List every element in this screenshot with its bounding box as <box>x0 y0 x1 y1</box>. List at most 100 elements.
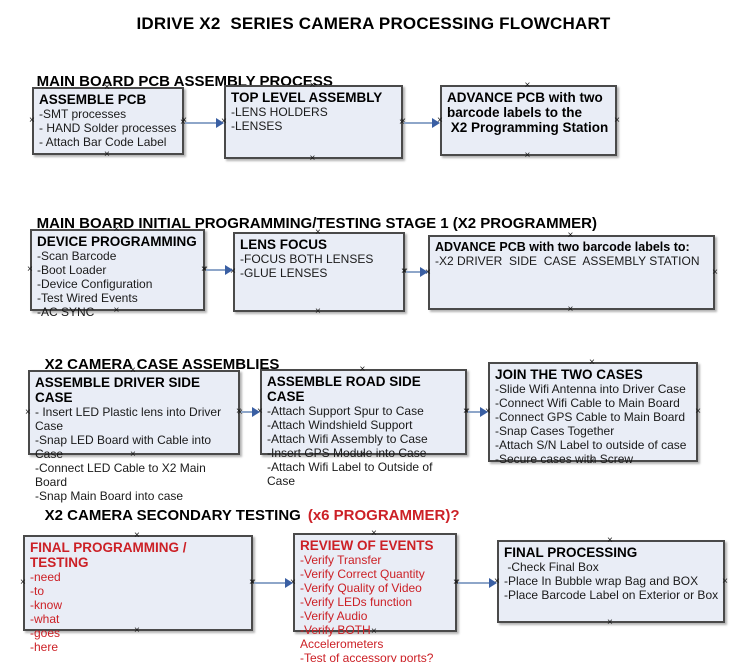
box-item: -Scan Barcode <box>37 249 117 264</box>
arrow-head-icon <box>225 265 233 275</box>
connector-handle-icon: × <box>104 149 110 160</box>
connector-handle-icon: × <box>712 266 718 278</box>
box-item: -Verify BOTH Accelerometers <box>300 623 384 652</box>
connector-handle-icon: × <box>249 577 255 588</box>
flow-arrow-8: × <box>453 577 497 589</box>
connector-handle-icon: × <box>524 150 531 161</box>
box-item: - HAND Solder processes <box>39 121 177 136</box>
connector-handle-icon: × <box>236 406 242 417</box>
section-heading-text: MAIN BOARD INITIAL PROGRAMMING/TESTING S… <box>36 215 597 232</box>
flow-box-assemble-driver-side-case: × × × × ASSEMBLE DRIVER SIDE CASE - Inse… <box>25 366 243 504</box>
box-title: LENS FOCUS <box>240 237 328 252</box>
box-item: -Verify Quality of Video <box>300 581 422 596</box>
box-item: -to <box>30 584 45 599</box>
flow-arrow-4: × <box>401 266 428 278</box>
box-item: -Insert GPS Module into Case <box>267 446 427 461</box>
box-item: -Attach S/N Label to outside of case <box>495 438 687 453</box>
box-item: -Attach Windshield Support <box>267 418 413 433</box>
box-item: -Secure cases with Screw <box>495 452 634 467</box>
arrow-head-icon <box>480 407 488 417</box>
arrow-shaft <box>254 582 287 584</box>
flow-box-assemble-road-side-case: × × × × ASSEMBLE ROAD SIDE CASE -Attach … <box>257 365 470 489</box>
arrow-head-icon <box>216 118 224 128</box>
connector-handle-icon: × <box>463 406 469 417</box>
box-item: -Snap Main Board into case <box>35 489 184 504</box>
flow-box-top-level-assembly: × × × × TOP LEVEL ASSEMBLY -LENS HOLDERS… <box>221 81 406 164</box>
flow-box-lens-focus: × × × × LENS FOCUS -FOCUS BOTH LENSES -G… <box>230 228 408 317</box>
arrow-head-icon <box>420 267 428 277</box>
box-title: ADVANCE PCB with two barcode labels to: <box>435 240 690 254</box>
box-item: -Place Barcode Label on Exterior or Box <box>504 588 719 603</box>
arrow-shaft <box>468 411 482 413</box>
arrow-head-icon <box>252 407 260 417</box>
box-item: -AC SYNC <box>37 305 95 320</box>
box-item: -Snap Cases Together <box>495 424 615 439</box>
arrow-shaft <box>241 411 254 413</box>
box-item: -LENSES <box>231 119 283 134</box>
box-item: -Test Wired Events <box>37 291 138 306</box>
box-item: -X2 DRIVER SIDE CASE ASSEMBLY STATION <box>435 254 700 268</box>
box-title: JOIN THE TWO CASES <box>495 367 643 382</box>
box-item: -Attach Wifi Label to Outside of Case <box>267 460 436 489</box>
flow-arrow-2: × <box>399 117 440 129</box>
flow-box-review-of-events: × × × × REVIEW OF EVENTS -Verify Transfe… <box>290 529 460 662</box>
box-item: -Attach Support Spur to Case <box>267 404 424 419</box>
box-title: TOP LEVEL ASSEMBLY <box>231 90 383 105</box>
arrow-shaft <box>185 122 218 124</box>
flow-arrow-3: × <box>201 264 233 276</box>
box-title: FINAL PROGRAMMING / TESTING <box>30 540 191 571</box>
box-title: ASSEMBLE DRIVER SIDE CASE <box>35 375 204 406</box>
box-item: - Attach Bar Code Label <box>39 135 167 150</box>
arrow-shaft <box>406 271 422 273</box>
box-title: REVIEW OF EVENTS <box>300 538 434 553</box>
arrow-head-icon <box>285 578 293 588</box>
connector-handle-icon: × <box>401 266 407 277</box>
connector-handle-icon: × <box>309 153 316 164</box>
box-item: -Verify LEDs function <box>300 595 413 610</box>
box-item: -Slide Wifi Antenna into Driver Case <box>495 382 686 397</box>
box-item: -Attach Wifi Assembly to Case <box>267 432 428 447</box>
arrow-head-icon <box>432 118 440 128</box>
connector-handle-icon: × <box>614 114 620 126</box>
arrow-head-icon <box>489 578 497 588</box>
arrow-shaft <box>404 122 434 124</box>
flow-arrow-5: × <box>236 406 260 418</box>
flow-box-final-processing: × × × × FINAL PROCESSING -Check Final Bo… <box>494 536 728 628</box>
box-item: -know <box>30 598 63 613</box>
flow-box-final-programming-testing: × × × × FINAL PROGRAMMING / TESTING -nee… <box>20 531 256 655</box>
connector-handle-icon: × <box>722 575 728 587</box>
section-heading-case-assemblies: X2 CAMERA CASE ASSEMBLIES <box>28 339 280 390</box>
arrow-shaft <box>458 582 491 584</box>
box-title: FINAL PROCESSING <box>504 545 638 560</box>
box-item: -Connect LED Cable to X2 Main Board <box>35 461 210 490</box>
box-item: - Insert LED Plastic lens into Driver Ca… <box>35 405 225 434</box>
flow-box-device-programming: × × × × DEVICE PROGRAMMING -Scan Barcode… <box>27 225 208 320</box>
connector-handle-icon: × <box>201 264 207 275</box>
box-item: -LENS HOLDERS <box>231 105 328 120</box>
flow-arrow-6: × <box>463 406 488 418</box>
flow-box-assemble-pcb: × × × × ASSEMBLE PCB -SMT processes - HA… <box>29 83 187 160</box>
box-item: -Verify Correct Quantity <box>300 567 425 582</box>
box-item: -need <box>30 570 61 585</box>
box-item: -here <box>30 640 59 655</box>
connector-handle-icon: × <box>695 406 701 417</box>
section-heading-text: X2 CAMERA SECONDARY TESTING <box>44 507 301 524</box>
flow-box-advance-pcb-driver-side-station: × × × × ADVANCE PCB with two barcode lab… <box>425 231 718 315</box>
box-item: -Boot Loader <box>37 263 107 278</box>
box-item: -Verify Transfer <box>300 553 382 568</box>
connector-handle-icon: × <box>453 577 459 588</box>
box-item: -FOCUS BOTH LENSES <box>240 252 374 267</box>
flow-arrow-1: × <box>180 117 224 129</box>
box-item: -goes <box>30 626 61 641</box>
section-heading-red-suffix: (x6 PROGRAMMER)? <box>307 507 460 524</box>
box-title: ASSEMBLE PCB <box>39 92 147 107</box>
box-item: -Device Configuration <box>37 277 153 292</box>
section-heading-secondary-testing: X2 CAMERA SECONDARY TESTING (x6 PROGRAMME… <box>28 490 460 541</box>
box-item: -Snap LED Board with Cable into Case <box>35 433 215 462</box>
box-item: -SMT processes <box>39 107 127 122</box>
box-item: -Connect GPS Cable to Main Board <box>495 410 686 425</box>
connector-handle-icon: × <box>315 306 321 317</box>
section-heading-text: X2 CAMERA CASE ASSEMBLIES <box>44 356 280 373</box>
box-item: -Connect Wifi Cable to Main Board <box>495 396 680 411</box>
